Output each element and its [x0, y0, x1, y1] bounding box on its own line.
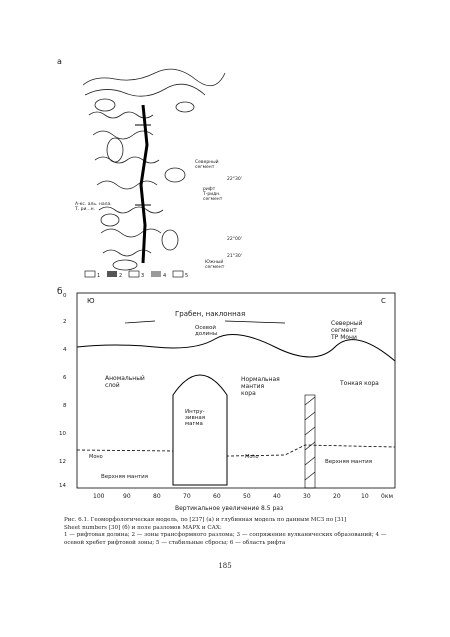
legend-2: 2: [119, 273, 122, 279]
legend-1: 1: [97, 273, 100, 279]
panel-a-letter: а: [57, 57, 62, 66]
y-tick-10: 10: [59, 431, 66, 437]
x-tick-80: 80: [153, 493, 161, 500]
lat-mid-label: 22°00': [227, 236, 242, 242]
south-label: Ю: [87, 297, 95, 305]
left-label: А-кс. аль. нала.Т. ри...н.: [74, 201, 112, 212]
graben-arrows: [124, 320, 286, 324]
y-tick-12: 12: [59, 459, 66, 465]
unit-upper-mantle-right: Верхняя мантия: [325, 459, 372, 465]
y-tick-4: 4: [63, 347, 67, 353]
y-tick-8: 8: [63, 403, 67, 409]
lat-bottom-label: 21°30': [227, 253, 242, 259]
x-tick-0: 0км: [381, 493, 393, 500]
x-tick-40: 40: [273, 493, 281, 500]
caption-line-3: 1 — рифтовая долина; 2 — зоны трансформн…: [64, 532, 387, 546]
map-legend: 1 2 3 4 5: [84, 270, 188, 279]
y-axis-ticks: 0 2 4 6 8 10 12 14: [59, 293, 67, 489]
unit-lower-left: Mоно: [89, 454, 103, 460]
x-tick-70: 70: [183, 493, 191, 500]
caption-line-1: Рис. 6.1. Геоморфологическая модель, по …: [64, 517, 347, 523]
y-tick-14: 14: [59, 483, 66, 489]
rift-axis: [139, 104, 149, 264]
transform-faults: [135, 124, 151, 206]
x-tick-50: 50: [243, 493, 251, 500]
x-tick-30: 30: [303, 493, 311, 500]
x-axis-label: Вертикальное увеличение 8.5 раз: [175, 505, 283, 512]
section-frame: [76, 292, 396, 489]
y-tick-0: 0: [63, 293, 67, 299]
x-tick-10: 10: [361, 493, 369, 500]
panel-b-letter: б: [57, 287, 63, 297]
legend-4: 4: [163, 273, 166, 279]
fault-zone: [304, 394, 316, 489]
lat-top-label: 22°30': [227, 176, 242, 182]
moho-line: [76, 444, 396, 458]
seafloor-profile: [76, 334, 396, 362]
unit-thin-crust: Тонкая кора: [339, 380, 379, 387]
intrusion-body: [172, 374, 228, 486]
x-tick-20: 20: [333, 493, 341, 500]
y-tick-2: 2: [63, 319, 67, 325]
fault-hatching: [304, 396, 316, 481]
page-number: 185: [218, 562, 232, 570]
legend-5: 5: [185, 273, 188, 279]
x-tick-60: 60: [213, 493, 221, 500]
caption-line-2: Sheet numbers [30] (б) и поле разломов М…: [64, 524, 222, 531]
legend-3: 3: [141, 273, 144, 279]
figure-caption: Рис. 6.1. Геоморфологическая модель, по …: [64, 517, 394, 547]
north-label: С: [381, 297, 386, 305]
y-tick-6: 6: [63, 375, 67, 381]
x-axis-ticks: 100 90 80 70 60 50 40 30 20 10 0км: [93, 493, 393, 500]
unit-upper-mantle-left: Верхняя мантия: [101, 474, 148, 480]
unit-lower-mid: Moho: [245, 454, 259, 460]
x-tick-100: 100: [93, 493, 105, 500]
graben-label: Грабен, наклонная: [175, 310, 245, 318]
map-linework: [82, 68, 226, 271]
x-tick-90: 90: [123, 493, 131, 500]
